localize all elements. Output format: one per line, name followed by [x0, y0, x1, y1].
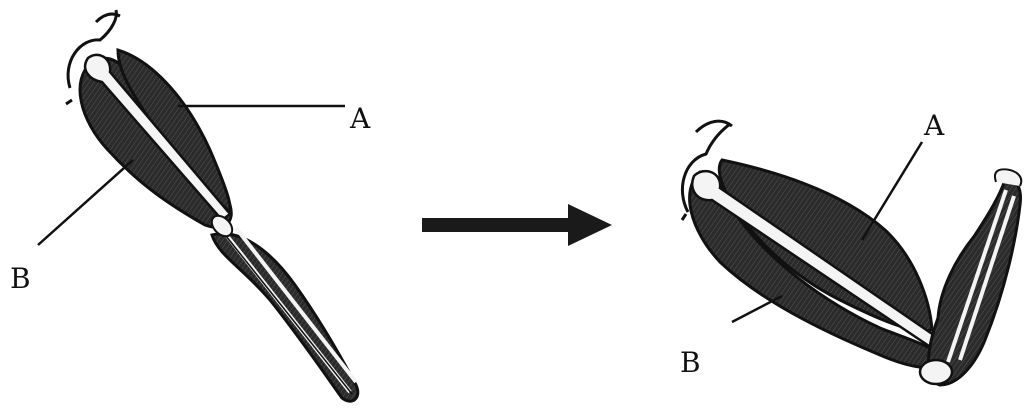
right-label-b: B: [680, 346, 701, 379]
right-forearm-bones: [946, 189, 1016, 363]
transition-arrow: [422, 204, 612, 246]
right-label-a-leader: [860, 141, 924, 241]
right-label-a: A: [923, 109, 945, 142]
left-shoulder-joint: [65, 9, 121, 106]
left-biceps-muscle: [116, 47, 232, 215]
right-label-b-leader: [731, 294, 783, 324]
left-forearm-muscle: [210, 232, 360, 403]
left-label-a: A: [349, 102, 371, 135]
flexed-arm: A B: [680, 109, 1023, 387]
left-elbow-joint: [210, 214, 234, 238]
left-label-b-leader: [37, 159, 134, 246]
extended-arm: A B: [10, 9, 371, 403]
right-elbow-joint: [918, 358, 954, 386]
left-humerus-bone: [83, 53, 232, 222]
left-label-b: B: [10, 262, 31, 295]
right-wrist: [994, 168, 1023, 187]
right-shoulder-joint: [680, 119, 733, 221]
